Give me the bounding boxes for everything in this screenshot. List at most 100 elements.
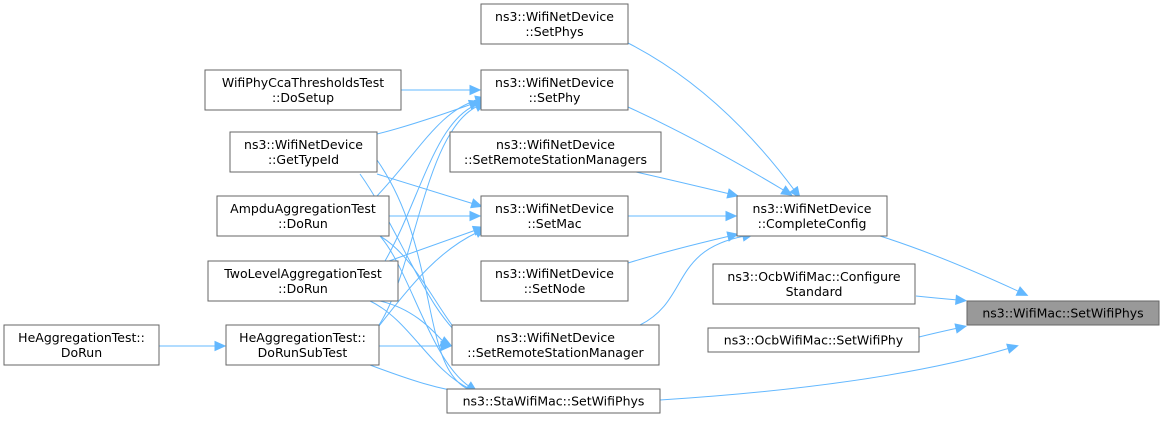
node-label-line: ::SetPhy [529,90,581,105]
edge-line [659,347,1011,401]
node-label-line: ns3::WifiNetDevice [244,137,363,152]
node-label-line: HeAggregationTest:: [239,330,366,345]
node-SetMac[interactable]: ns3::WifiNetDevice::SetMac [480,195,629,237]
node-box [204,69,402,111]
edge-arrowhead [725,210,738,222]
edge-arrowhead [780,185,793,196]
edge-SetNode-to-CompleteConfig [627,231,739,264]
edge-line [376,99,479,197]
node-SetWifiPhys_Mac[interactable]: ns3::WifiMac::SetWifiPhys [966,300,1160,326]
edge-arrowhead [214,340,227,352]
node-box [480,195,629,237]
node-label-line: ns3::WifiNetDevice [495,201,614,216]
edge-GetTypeId-to-SetMac [376,173,483,209]
node-SetRSM[interactable]: ns3::WifiNetDevice::SetRemoteStationMana… [451,324,660,366]
node-label-line: ::DoRun [278,281,328,296]
edge-arrowhead [470,198,483,209]
edge-arrowhead [469,210,482,222]
node-label-line: ns3::OcbWifiMac::Configure [727,269,901,284]
edge-arrowhead [726,231,739,242]
edge-arrowhead [1015,286,1029,296]
edge-arrowhead [726,188,739,199]
node-box [480,69,629,111]
node-box [451,324,660,366]
node-GetTypeId[interactable]: ns3::WifiNetDevice::GetTypeId [229,131,378,173]
node-CompleteConfig[interactable]: ns3::WifiNetDevice::CompleteConfig [736,195,888,237]
node-label-line: ::CompleteConfig [758,216,867,231]
node-box [225,324,380,366]
node-SetRSMs[interactable]: ns3::WifiNetDevice::SetRemoteStationMana… [449,131,662,173]
node-label-line: ns3::WifiNetDevice [496,137,615,152]
node-label-line: ns3::OcbWifiMac::SetWifiPhy [724,333,904,348]
edge-line [379,235,471,388]
node-OcbSetWifiPhy[interactable]: ns3::OcbWifiMac::SetWifiPhy [707,327,920,353]
node-label-line: ns3::WifiNetDevice [496,330,615,345]
edge-OcbConfigure-to-SetWifiPhys_Mac [915,294,968,306]
node-label-line: ::DoSetup [272,90,334,105]
edge-arrowhead [469,84,482,96]
node-box [480,3,629,45]
edge-arrowhead [955,294,968,306]
edge-line [376,159,471,391]
node-label-line: ::SetNode [524,281,586,296]
node-label-line: DoRunSubTest [258,345,348,360]
node-box [736,195,888,237]
edge-line [627,42,796,192]
node-label-line: ::GetTypeId [268,152,339,167]
node-TwoLevelRun[interactable]: TwoLevelAggregationTest::DoRun [207,260,399,302]
node-label-line: ns3::WifiNetDevice [753,201,872,216]
node-label-line: DoRun [61,345,102,360]
node-box [446,388,661,414]
node-label-line: Standard [786,284,843,299]
node-label-line: ::SetPhys [525,24,583,39]
node-SetNode[interactable]: ns3::WifiNetDevice::SetNode [480,260,629,302]
edge-line [376,173,475,205]
node-label-line: ns3::WifiNetDevice [495,9,614,24]
edge-line [918,327,959,338]
edge-arrowhead [789,185,801,199]
node-label-line: ns3::WifiNetDevice [495,266,614,281]
edge-line [879,235,1021,293]
node-label-line: ::SetRemoteStationManagers [464,152,647,167]
node-box [449,131,662,173]
node-label-line: ::SetMac [527,216,581,231]
node-SetPhy[interactable]: ns3::WifiNetDevice::SetPhy [480,69,629,111]
edge-CcaSetup-to-SetPhy [401,84,482,96]
node-label-line: ::DoRun [278,216,328,231]
edge-SetPhy-to-CompleteConfig [627,106,793,196]
node-StaSetWifiPhys[interactable]: ns3::StaWifiMac::SetWifiPhys [446,388,661,414]
edge-OcbSetWifiPhy-to-SetWifiPhys_Mac [918,323,968,338]
edge-HeRun-to-HeSubTest [159,340,227,352]
edge-arrowhead [954,323,968,334]
node-label-line: ns3::WifiNetDevice [495,75,614,90]
node-layer: ns3::WifiMac::SetWifiPhysns3::WifiNetDev… [3,3,1160,414]
node-AmpduRun[interactable]: AmpduAggregationTest::DoRun [216,195,390,237]
edge-SetRSMs-to-CompleteConfig [635,171,739,199]
edge-arrowhead [1006,343,1019,354]
edge-AmpduRun-to-SetMac [388,210,482,222]
edge-SetPhys-to-CompleteConfig [627,42,801,199]
node-box [480,260,629,302]
edge-line [915,295,959,301]
node-label-line: ::SetRemoteStationManager [467,345,644,360]
edge-CompleteConfig-to-SetWifiPhys_Mac [879,235,1029,296]
edge-line [384,103,479,262]
node-HeRun[interactable]: HeAggregationTest::DoRun [3,324,160,366]
node-box [216,195,390,237]
node-box [712,263,916,305]
node-SetPhys[interactable]: ns3::WifiNetDevice::SetPhys [480,3,629,45]
node-box [229,131,378,173]
node-label-line: AmpduAggregationTest [230,201,376,216]
node-HeSubTest[interactable]: HeAggregationTest::DoRunSubTest [225,324,380,366]
node-label-line: HeAggregationTest:: [18,330,145,345]
node-box [3,324,160,366]
node-CcaSetup[interactable]: WifiPhyCcaThresholdsTest::DoSetup [204,69,402,111]
edge-line [627,106,786,192]
node-box [707,327,920,353]
edge-arrowhead [440,340,453,352]
node-label-line: ns3::StaWifiMac::SetWifiPhys [463,394,645,409]
node-label-line: TwoLevelAggregationTest [223,266,382,281]
node-label-line: ns3::WifiMac::SetWifiPhys [982,306,1143,321]
